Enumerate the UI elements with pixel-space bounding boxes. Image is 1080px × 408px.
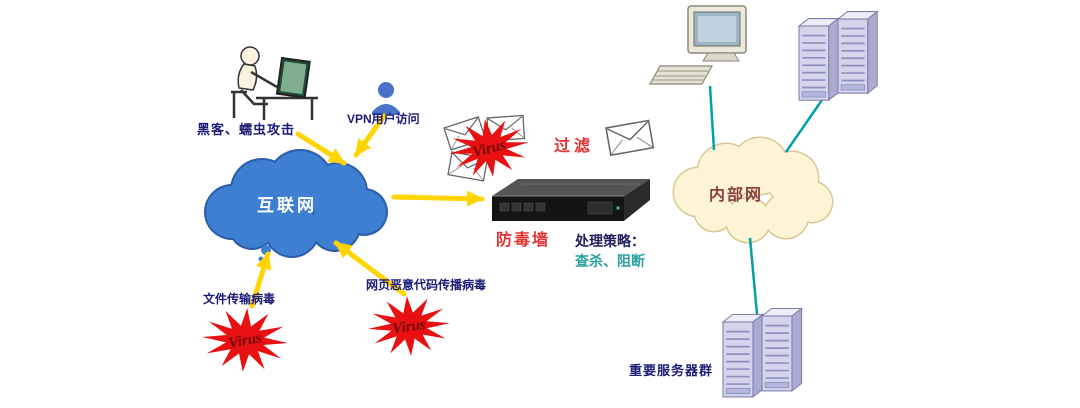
virus-burst-file: Virus [199, 305, 291, 375]
internal-network-label: 内部网 [709, 187, 764, 204]
filter-label: 过滤 [554, 138, 595, 155]
file-transfer-virus-label: 文件传输病毒 [203, 292, 276, 306]
web-malicious-code-virus-label: 网页恶意代码传播病毒 [366, 278, 487, 292]
internal-network-cloud [672, 136, 834, 244]
virus-burst-web: Virus [366, 293, 452, 359]
envelope-icon [605, 119, 655, 156]
traffic-arrow-internet-to-firewall [391, 190, 485, 207]
vpn-user-label: VPN用户访问 [347, 112, 420, 126]
link-internal-to-server-group [748, 237, 759, 315]
link-internal-to-computer [708, 85, 716, 151]
virus-label: Virus [471, 137, 507, 161]
firewall-label: 防毒墙 [496, 232, 551, 249]
desktop-computer-icon [648, 5, 747, 85]
attack-arrow-hacker [295, 131, 347, 166]
hacker-attack-label: 黑客、蠕虫攻击 [197, 122, 296, 137]
firewall-device-icon [492, 179, 650, 221]
link-internal-to-top-rack [784, 99, 824, 153]
vpn-user-icon [372, 82, 400, 115]
server-rack-bottom-icon [722, 307, 803, 398]
internet-cloud [204, 149, 388, 262]
hacker-at-computer-icon [231, 46, 318, 120]
server-rack-top-icon [798, 10, 879, 102]
vpn-access-arrow [353, 113, 387, 158]
virus-burst-mail: Virus [445, 113, 533, 183]
virus-label: Virus [392, 317, 427, 338]
important-servers-label: 重要服务器群 [629, 363, 714, 378]
policy-title-label: 处理策略： [575, 233, 645, 249]
policy-actions-label: 查杀、阻断 [575, 253, 645, 269]
internet-cloud-label: 互联网 [257, 196, 317, 215]
virus-label: Virus [227, 330, 263, 352]
attack-arrow-web-virus [333, 240, 407, 297]
attack-arrow-file-virus [249, 251, 272, 309]
